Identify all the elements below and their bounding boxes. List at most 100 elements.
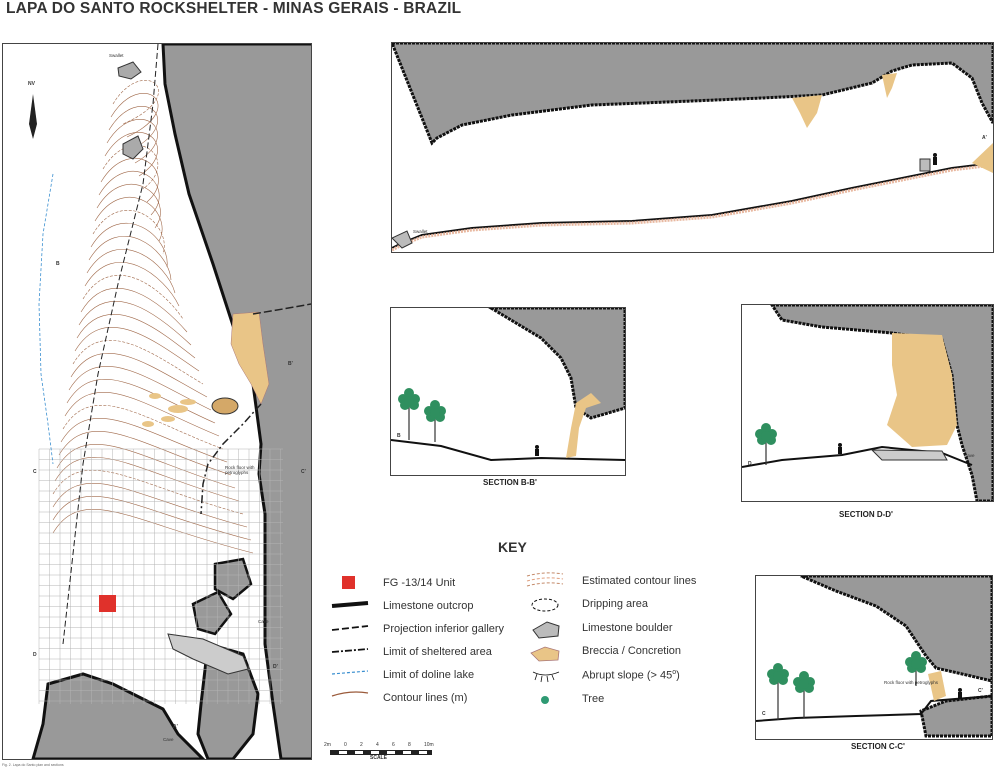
contour-line <box>80 288 188 333</box>
contour-line <box>52 470 244 515</box>
swallet-rock <box>392 230 413 249</box>
contour-line <box>108 106 158 151</box>
tree-crown <box>430 400 440 410</box>
cc-rock-floor-label: Rock floor with petroglyphs <box>884 680 939 685</box>
key-label: Limit of sheltered area <box>383 646 492 658</box>
tree-crown <box>799 671 809 681</box>
scale-tick: 2 <box>360 742 363 748</box>
scale-tick: 4 <box>376 742 379 748</box>
contour-line <box>92 210 165 255</box>
map-drawing <box>29 44 311 759</box>
key-label-text: Abrupt slope (> 45 <box>582 669 673 682</box>
contour-line <box>68 366 212 411</box>
floor-hatch <box>392 163 993 252</box>
floor-profile <box>742 445 973 468</box>
tree-crown <box>430 408 440 418</box>
breccia-patch <box>180 399 196 405</box>
aa-end-label: A' <box>982 135 987 141</box>
contour-line <box>58 430 232 476</box>
label-c2: C' <box>301 469 306 475</box>
blue-dashed-line-icon <box>331 670 369 675</box>
tree-group <box>755 423 777 465</box>
key-label: Breccia / Concretion <box>582 645 682 657</box>
contour-line <box>112 79 159 125</box>
cc-left-label: C <box>762 711 766 717</box>
doline-lake-limit <box>38 173 54 465</box>
contour-line <box>62 404 224 450</box>
dashed-brown-lines-icon <box>526 572 564 587</box>
section-cc-caption: SECTION C-C' <box>851 742 905 751</box>
abrupt-slope-icon <box>532 671 560 683</box>
cave-bottom-label: Cave <box>163 737 174 742</box>
contour-line <box>52 509 254 554</box>
breccia-patch <box>149 393 161 399</box>
tree-crown <box>799 679 809 689</box>
tree-crown <box>911 651 921 661</box>
contour-line <box>82 275 184 320</box>
brown-line-icon <box>331 691 369 697</box>
contour-line <box>88 236 172 281</box>
contour-line <box>74 327 200 372</box>
contour-line <box>56 443 236 489</box>
scale-tick: 8 <box>408 742 411 748</box>
swallet-label: Swallet <box>413 229 428 234</box>
swallet-label: Swallet <box>109 53 124 58</box>
label-b: B <box>56 261 60 267</box>
section-bb-caption: SECTION B-B' <box>483 478 537 487</box>
tree-group <box>398 388 446 442</box>
rock-outcrop-south <box>31 672 206 759</box>
breccia-column <box>566 393 601 458</box>
rock-floor-label: Rock floor with petroglyphs <box>225 465 255 475</box>
dash-dot-line-icon <box>331 648 369 653</box>
breccia-column <box>928 671 946 701</box>
person-icon <box>838 443 842 454</box>
sheltered-area-limit <box>200 403 262 515</box>
ceiling-rock <box>800 576 992 738</box>
section-bb-drawing <box>391 308 625 462</box>
fg-unit-marker <box>99 595 116 612</box>
contour-line <box>102 145 159 190</box>
red-square-icon <box>342 576 355 589</box>
dashed-ellipse-icon <box>531 598 559 612</box>
dd-cave-label: Cave <box>964 453 975 458</box>
label-d: D <box>33 652 37 658</box>
scale-tick: 0 <box>344 742 347 748</box>
bb-left-label: B <box>397 433 401 439</box>
tree-crown <box>773 663 783 673</box>
tree-crown <box>911 659 921 669</box>
contour-line <box>98 171 160 216</box>
scale-tick: 6 <box>392 742 395 748</box>
rock-outcrop-east <box>161 44 311 759</box>
boulder-icon <box>532 621 560 639</box>
key-label-abrupt-slope: Abrupt slope (> 45o) <box>582 669 680 682</box>
breccia-patch <box>168 405 188 413</box>
tree-crown <box>404 396 414 406</box>
breccia-slope <box>972 143 993 173</box>
breccia-column <box>887 333 957 447</box>
contour-line <box>100 158 159 203</box>
contour-line <box>52 483 248 528</box>
person-icon <box>933 153 937 165</box>
key-label: Projection inferior gallery <box>383 623 505 635</box>
contour-line <box>78 301 192 346</box>
key-label: Tree <box>582 693 605 705</box>
boulder <box>919 158 931 172</box>
limestone-boulder <box>167 633 249 675</box>
key-icons-right <box>526 572 564 704</box>
tree-crown <box>773 671 783 681</box>
key-label: Contour lines (m) <box>383 692 468 704</box>
limestone-boulder <box>122 135 144 160</box>
scale-tick: 2m <box>324 742 331 748</box>
contour-line <box>70 353 208 398</box>
contour-line <box>104 132 158 177</box>
limestone-boulder <box>117 61 142 80</box>
contour-line <box>84 262 180 307</box>
ceiling-rock <box>770 305 993 501</box>
contour-line <box>54 457 240 502</box>
contour-line <box>64 391 220 437</box>
tree-crown <box>761 431 771 441</box>
key-label: Limit of doline lake <box>383 669 475 681</box>
label-c: C <box>33 469 37 475</box>
key-label: Limestone boulder <box>582 622 673 634</box>
section-dd: D Cave <box>741 304 994 502</box>
